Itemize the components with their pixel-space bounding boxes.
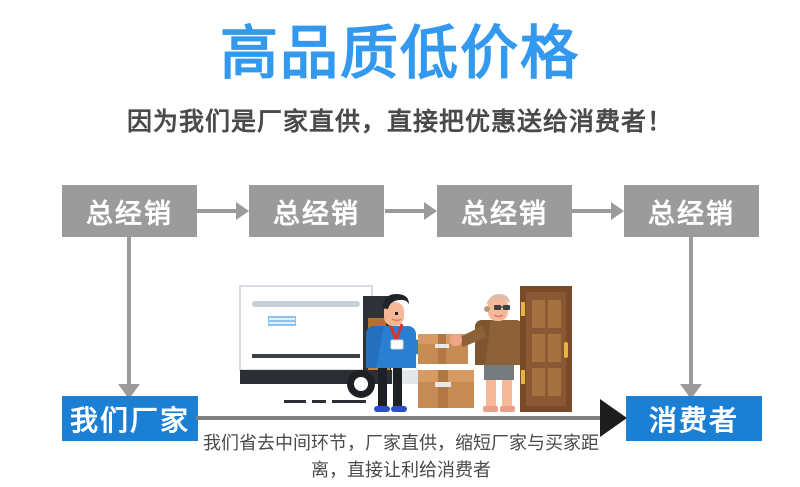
arrow-down-icon-consumer <box>680 237 702 399</box>
distributor-box-3: 总经销 <box>437 185 572 237</box>
distributor-box-2: 总经销 <box>249 185 384 237</box>
page-subtitle: 因为我们是厂家直供，直接把优惠送给消费者！ <box>126 108 673 136</box>
front-door-icon <box>520 286 572 412</box>
distributor-box-1: 总经销 <box>62 185 197 237</box>
consumer-box: 消费者 <box>626 396 762 441</box>
page-title: 高品质低价格 <box>219 21 580 86</box>
chain-arrow-right-icon-2 <box>385 202 437 220</box>
factory-box: 我们厂家 <box>62 396 198 441</box>
flow-arrow-right-icon <box>600 399 627 437</box>
customer-person-icon <box>450 294 523 412</box>
flow-caption: 我们省去中间环节，厂家直供，缩短厂家与买家距离，直接让利给消费者 <box>203 433 599 480</box>
package-box-ground-icon <box>418 370 474 408</box>
arrow-down-icon-factory <box>118 237 140 399</box>
delivery-illustration <box>232 278 572 418</box>
chain-arrow-right-icon-1 <box>197 202 249 220</box>
chain-arrow-right-icon-3 <box>572 202 624 220</box>
distributor-box-4: 总经销 <box>624 185 759 237</box>
flow-line <box>196 416 606 420</box>
